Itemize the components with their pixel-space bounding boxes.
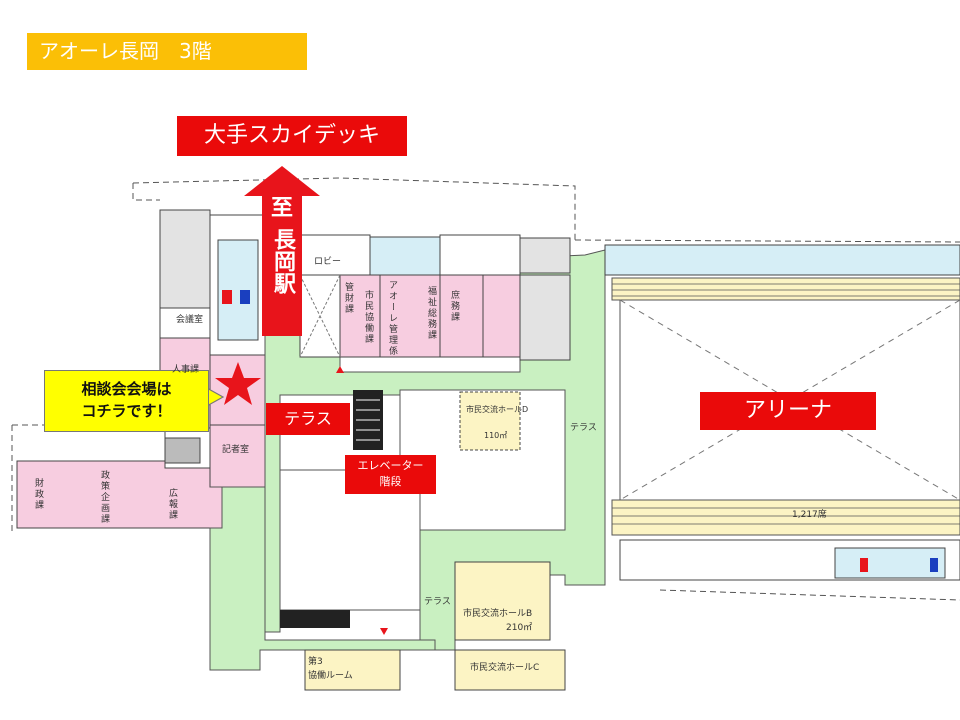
room-lobby: ロビー [314, 257, 342, 267]
elevator-label: エレベーター [357, 459, 424, 472]
room-aore-mgmt: アオーレ管理係 [387, 280, 397, 357]
room-meeting: 会議室 [176, 315, 204, 325]
room-asset-mgmt: 管財課 [343, 282, 353, 315]
room-general: 庶務課 [449, 290, 459, 323]
room-welfare: 福祉総務課 [426, 286, 436, 341]
terrace-lower: テラス [424, 597, 451, 607]
hall-b-area: 210㎡ [506, 623, 533, 633]
venue-callout: 相談会会場は コチラです！ [44, 370, 209, 432]
arena-label: アリーナ [700, 392, 876, 430]
hall-b-name: 市民交流ホールB [463, 609, 533, 619]
terrace-label: テラス [266, 403, 350, 435]
station-name: 長岡駅 [270, 228, 295, 294]
terrace-right: テラス [570, 423, 597, 433]
room-finance: 財政課 [33, 478, 43, 511]
callout-pointer-icon [205, 386, 225, 408]
callout-line1: 相談会会場は [81, 380, 172, 398]
room-policy: 政策企画課 [99, 470, 109, 525]
floor-title: アオーレ長岡 3階 [27, 33, 307, 70]
hall-c-name: 市民交流ホールC [470, 663, 540, 673]
arena-seats: 1,217席 [792, 510, 827, 520]
direction-label: 至 長岡駅 [259, 196, 305, 294]
skydeck-label: 大手スカイデッキ [177, 116, 407, 156]
direction-prefix: 至 [270, 196, 293, 221]
room-press: 記者室 [222, 445, 250, 455]
hall-d-area: 110㎡ [484, 431, 508, 440]
hall-d-name: 市民交流ホールD [466, 405, 529, 414]
direction-arrow-icon [244, 166, 320, 336]
room-citizen-collab: 市民協働課 [363, 290, 373, 345]
venue-star-icon [215, 362, 261, 405]
left-wing [16, 460, 223, 529]
callout-line2: コチラです！ [81, 402, 172, 420]
elevator-stairs-label: エレベーター 階段 [345, 455, 436, 494]
room-3: 第3 [308, 657, 323, 667]
room-pr: 広報課 [167, 488, 177, 521]
stairs-label: 階段 [379, 475, 402, 488]
room-activity: 協働ルーム [308, 671, 353, 681]
room-personnel: 人事課 [172, 365, 200, 375]
